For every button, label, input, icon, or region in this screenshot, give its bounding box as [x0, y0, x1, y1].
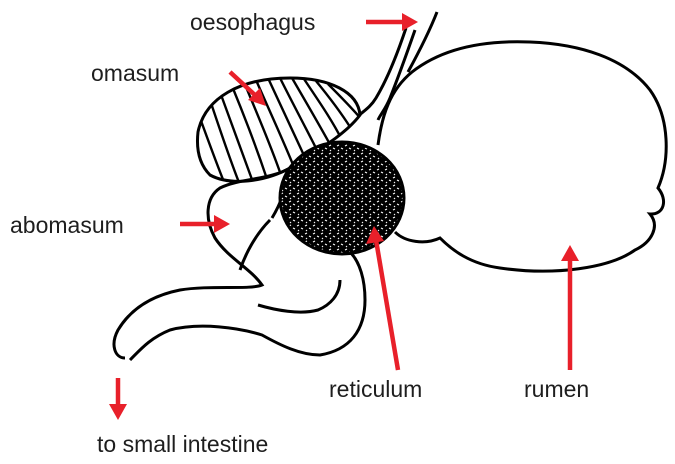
- reticulum-shape: [280, 142, 404, 254]
- small-intestine-arrow: [109, 378, 127, 420]
- rumen-label: rumen: [524, 378, 589, 401]
- reticulum-label: reticulum: [329, 378, 422, 401]
- rumen-arrow: [561, 245, 579, 370]
- oesophagus-arrow: [366, 13, 418, 31]
- small-intestine-label: to small intestine: [97, 433, 268, 456]
- rumen-outline: [378, 42, 666, 271]
- oesophagus-label: oesophagus: [190, 11, 315, 34]
- abomasum-arrow: [180, 215, 230, 233]
- omasum-label: omasum: [91, 62, 179, 85]
- abomasum-label: abomasum: [10, 214, 124, 237]
- oesophagus-outline: [378, 12, 437, 120]
